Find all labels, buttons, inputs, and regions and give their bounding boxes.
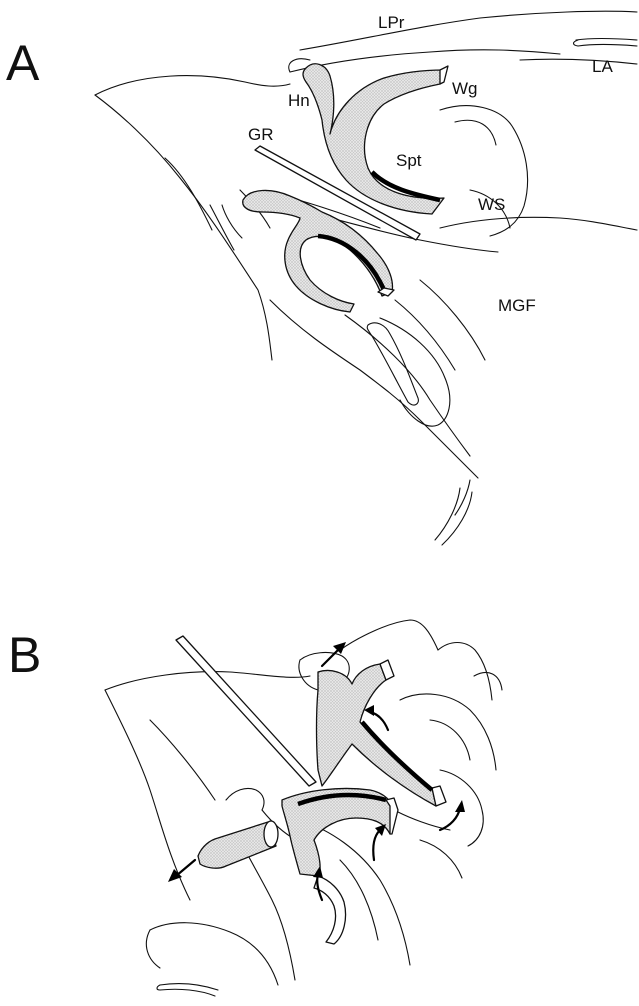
label-wg: Wg: [452, 79, 478, 98]
panel-b-letter: B: [8, 627, 41, 683]
panel-b: B: [8, 620, 502, 996]
label-lpr: LPr: [378, 13, 405, 32]
wg-facet: [440, 66, 448, 84]
arrow-right-head: [455, 800, 465, 812]
label-spt: Spt: [396, 151, 422, 170]
label-hn: Hn: [288, 91, 310, 110]
b-cylinder-end: [264, 821, 278, 847]
label-mgf: MGF: [498, 296, 536, 315]
upper-c-part: [303, 64, 444, 214]
b-gr-bar: [176, 636, 316, 786]
label-la: LA: [592, 57, 613, 76]
arrow-lower-mid: [373, 830, 380, 860]
panel-a-letter: A: [6, 35, 40, 91]
arrow-left: [176, 860, 195, 876]
arrow-left-head: [168, 869, 182, 882]
panel-a: A: [6, 11, 637, 545]
label-gr: GR: [248, 125, 274, 144]
label-ws: WS: [478, 195, 505, 214]
